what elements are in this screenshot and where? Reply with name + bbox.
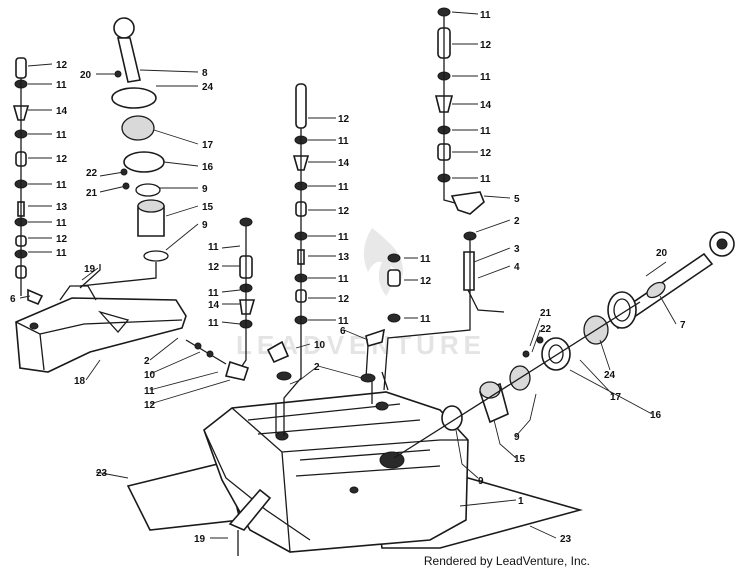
callout-12: 12 [480,148,492,159]
leader-lines [19,11,677,539]
callout-24: 24 [604,370,616,381]
callout-11: 11 [56,80,67,91]
callout-9: 9 [202,184,208,195]
fuel-line-column-right [381,7,505,391]
callout-11: 11 [144,386,155,397]
callout-19: 19 [84,264,96,275]
callout-12: 12 [338,206,350,217]
callout-12: 12 [56,60,68,71]
callout-14: 14 [208,300,220,311]
callout-11: 11 [338,232,349,243]
callout-11: 11 [480,72,491,83]
callout-7: 7 [680,320,686,331]
callout-22: 22 [540,324,552,335]
filler-rings [393,291,641,459]
callout-8: 8 [202,68,208,79]
callout-11: 11 [338,136,349,147]
callout-12: 12 [338,294,350,305]
callout-4: 4 [514,262,520,273]
callout-12: 12 [338,114,350,125]
callout-11: 11 [420,254,431,265]
callout-11: 11 [338,316,349,327]
callout-12: 12 [420,276,432,287]
callout-2: 2 [144,356,150,367]
sender-assembly [79,17,169,287]
callout-11: 11 [208,242,219,253]
fuel-tank [203,380,469,553]
callout-11: 11 [56,130,67,141]
callout-19: 19 [194,534,206,545]
callout-17: 17 [202,140,214,151]
callout-12: 12 [480,40,492,51]
callout-12: 12 [144,400,156,411]
callout-5: 5 [514,194,520,205]
callout-11: 11 [56,180,67,191]
callout-2: 2 [314,362,320,373]
callout-15: 15 [202,202,214,213]
oil-tank [15,264,187,373]
callout-11: 11 [338,274,349,285]
callout-21: 21 [540,308,552,319]
callout-16: 16 [202,162,214,173]
callout-12: 12 [208,262,220,273]
callout-17: 17 [610,392,622,403]
callout-numbers: 12 11 14 11 12 11 13 11 12 11 6 19 18 20… [10,10,686,545]
callout-6: 6 [10,294,16,305]
callout-9: 9 [202,220,208,231]
callout-10: 10 [144,370,156,381]
callout-11: 11 [56,248,67,259]
callout-6: 6 [340,326,346,337]
callout-13: 13 [56,202,68,213]
callout-14: 14 [338,158,350,169]
callout-20: 20 [656,248,668,259]
callout-23: 23 [96,468,108,479]
callout-11: 11 [480,174,491,185]
callout-3: 3 [514,244,520,255]
callout-21: 21 [86,188,98,199]
callout-11: 11 [420,314,431,325]
callout-20: 20 [80,70,92,81]
callout-13: 13 [338,252,350,263]
callout-23: 23 [560,534,572,545]
callout-14: 14 [480,100,492,111]
callout-11: 11 [480,10,491,21]
watermark: LEADVENTURE [236,228,481,360]
callout-10: 10 [314,340,326,351]
callout-11: 11 [338,182,349,193]
callout-12: 12 [56,154,68,165]
callout-11: 11 [208,288,219,299]
callout-2: 2 [514,216,520,227]
fuel-line-column-middle [276,83,310,436]
callout-1: 1 [518,496,524,507]
callout-11: 11 [480,126,491,137]
callout-9: 9 [478,476,484,487]
callout-24: 24 [202,82,214,93]
callout-12: 12 [56,234,68,245]
credit-text: Rendered by LeadVenture, Inc. [423,554,590,568]
callout-22: 22 [86,168,98,179]
callout-18: 18 [74,376,86,387]
callout-15: 15 [514,454,526,465]
fuel-line-column-left [12,57,44,306]
callout-11: 11 [208,318,219,329]
callout-11: 11 [56,218,67,229]
callout-14: 14 [56,106,68,117]
callout-16: 16 [650,410,662,421]
callout-9: 9 [514,432,520,443]
small-fittings [185,217,401,556]
